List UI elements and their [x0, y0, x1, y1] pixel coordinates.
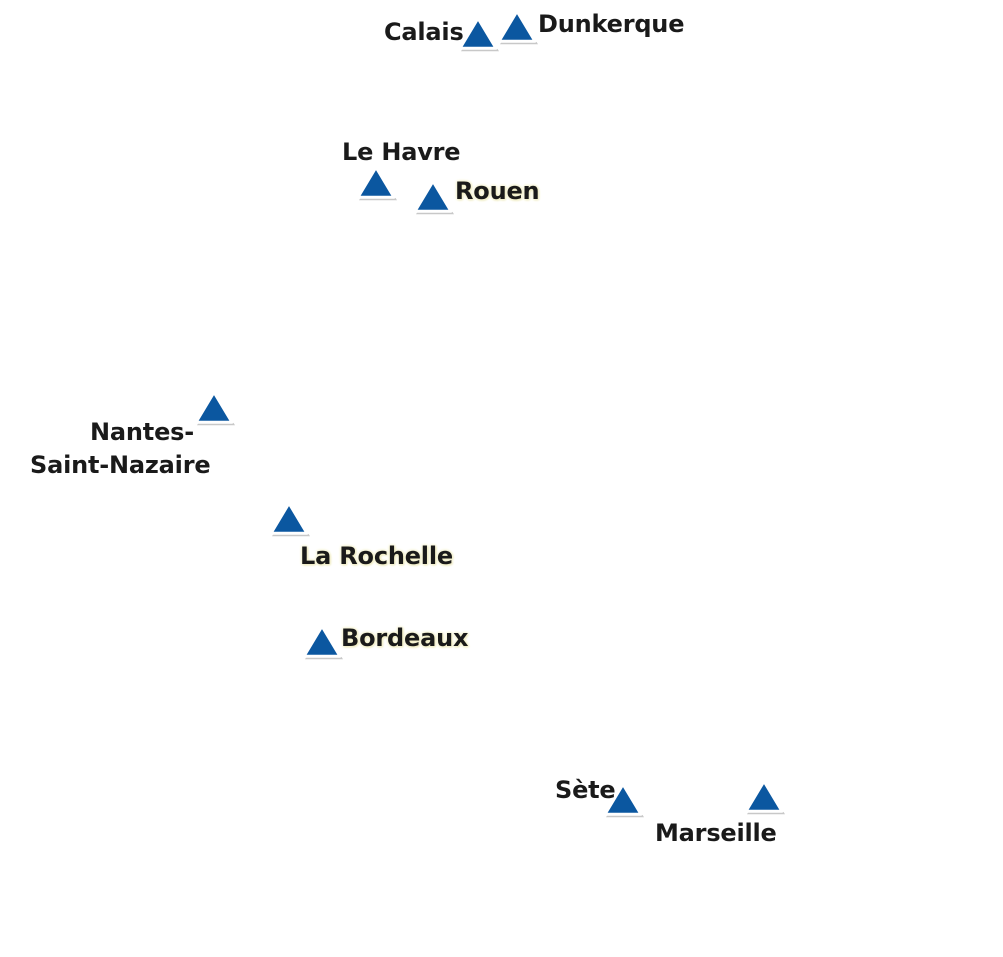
port-label-marseille: Marseille — [655, 819, 777, 847]
port-marker-le-havre[interactable] — [354, 164, 398, 204]
port-label-le-havre: Le Havre — [342, 138, 461, 166]
port-label-bordeaux: Bordeaux — [341, 624, 469, 652]
port-marker-dunkerque[interactable] — [495, 8, 539, 48]
port-label-nantes: Nantes- Saint-Nazaire — [30, 416, 211, 482]
port-marker-rouen[interactable] — [411, 178, 455, 218]
port-label-sete: Sète — [555, 776, 616, 804]
port-label-nantes-line1: Nantes- — [90, 418, 194, 446]
port-marker-bordeaux[interactable] — [300, 623, 344, 663]
triangle-port-icon — [194, 390, 235, 426]
port-label-nantes-line2: Saint-Nazaire — [30, 451, 211, 479]
port-label-rouen: Rouen — [455, 177, 540, 205]
triangle-port-icon — [603, 782, 644, 818]
triangle-port-icon — [269, 501, 310, 537]
triangle-port-icon — [356, 165, 397, 201]
port-label-calais: Calais — [384, 18, 464, 46]
triangle-port-icon — [497, 9, 538, 45]
port-marker-calais[interactable] — [456, 15, 500, 55]
port-marker-marseille[interactable] — [742, 778, 786, 818]
triangle-port-icon — [302, 624, 343, 660]
triangle-port-icon — [458, 16, 499, 52]
port-marker-nantes[interactable] — [192, 389, 236, 429]
port-marker-la-rochelle[interactable] — [267, 500, 311, 540]
port-label-dunkerque: Dunkerque — [538, 10, 685, 38]
port-marker-sete[interactable] — [601, 781, 645, 821]
triangle-port-icon — [413, 179, 454, 215]
triangle-port-icon — [744, 779, 785, 815]
port-label-la-rochelle: La Rochelle — [300, 542, 453, 570]
